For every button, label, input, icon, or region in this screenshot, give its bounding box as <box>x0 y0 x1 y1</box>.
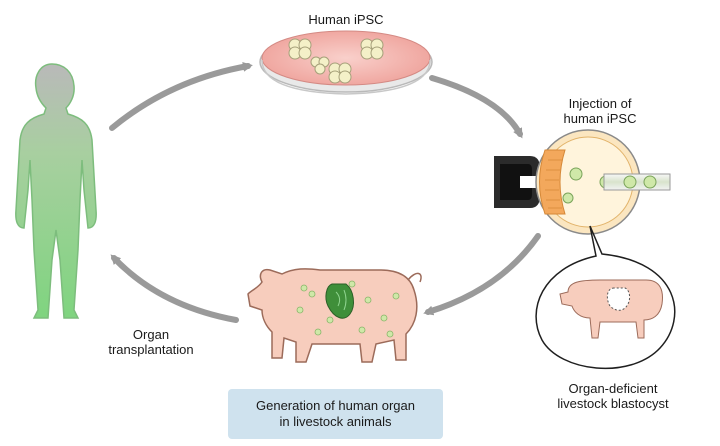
generation-caption-box: Generation of human organ in livestock a… <box>228 389 443 439</box>
arrow-injection-to-pig <box>423 233 541 316</box>
label-generation-line2: in livestock animals <box>279 414 392 429</box>
pig-blastocyst-icon <box>535 225 676 370</box>
injection-needle-icon <box>603 173 671 191</box>
arrow-ipsc-to-injection <box>429 75 523 139</box>
petri-dish-icon <box>259 30 433 95</box>
micropipette-holder-icon <box>494 156 542 208</box>
label-organ-line1: Organ <box>132 327 170 342</box>
pig-with-heart-icon <box>247 268 422 363</box>
label-injection-line1: Injection of <box>568 96 632 111</box>
label-organ-line2: transplantation <box>108 342 194 357</box>
label-injection-line2: human iPSC <box>563 111 637 126</box>
cycle-arrows <box>109 61 541 323</box>
label-generation-line1: Generation of human organ <box>256 398 415 413</box>
label-deficient-line1: Organ-deficient <box>568 381 658 396</box>
human-figure-icon <box>15 63 97 319</box>
arrow-human-to-ipsc <box>109 61 253 131</box>
arrow-pig-to-human <box>110 254 239 323</box>
label-deficient-line2: livestock blastocyst <box>557 396 669 411</box>
label-human-ipsc: Human iPSC <box>308 12 384 27</box>
